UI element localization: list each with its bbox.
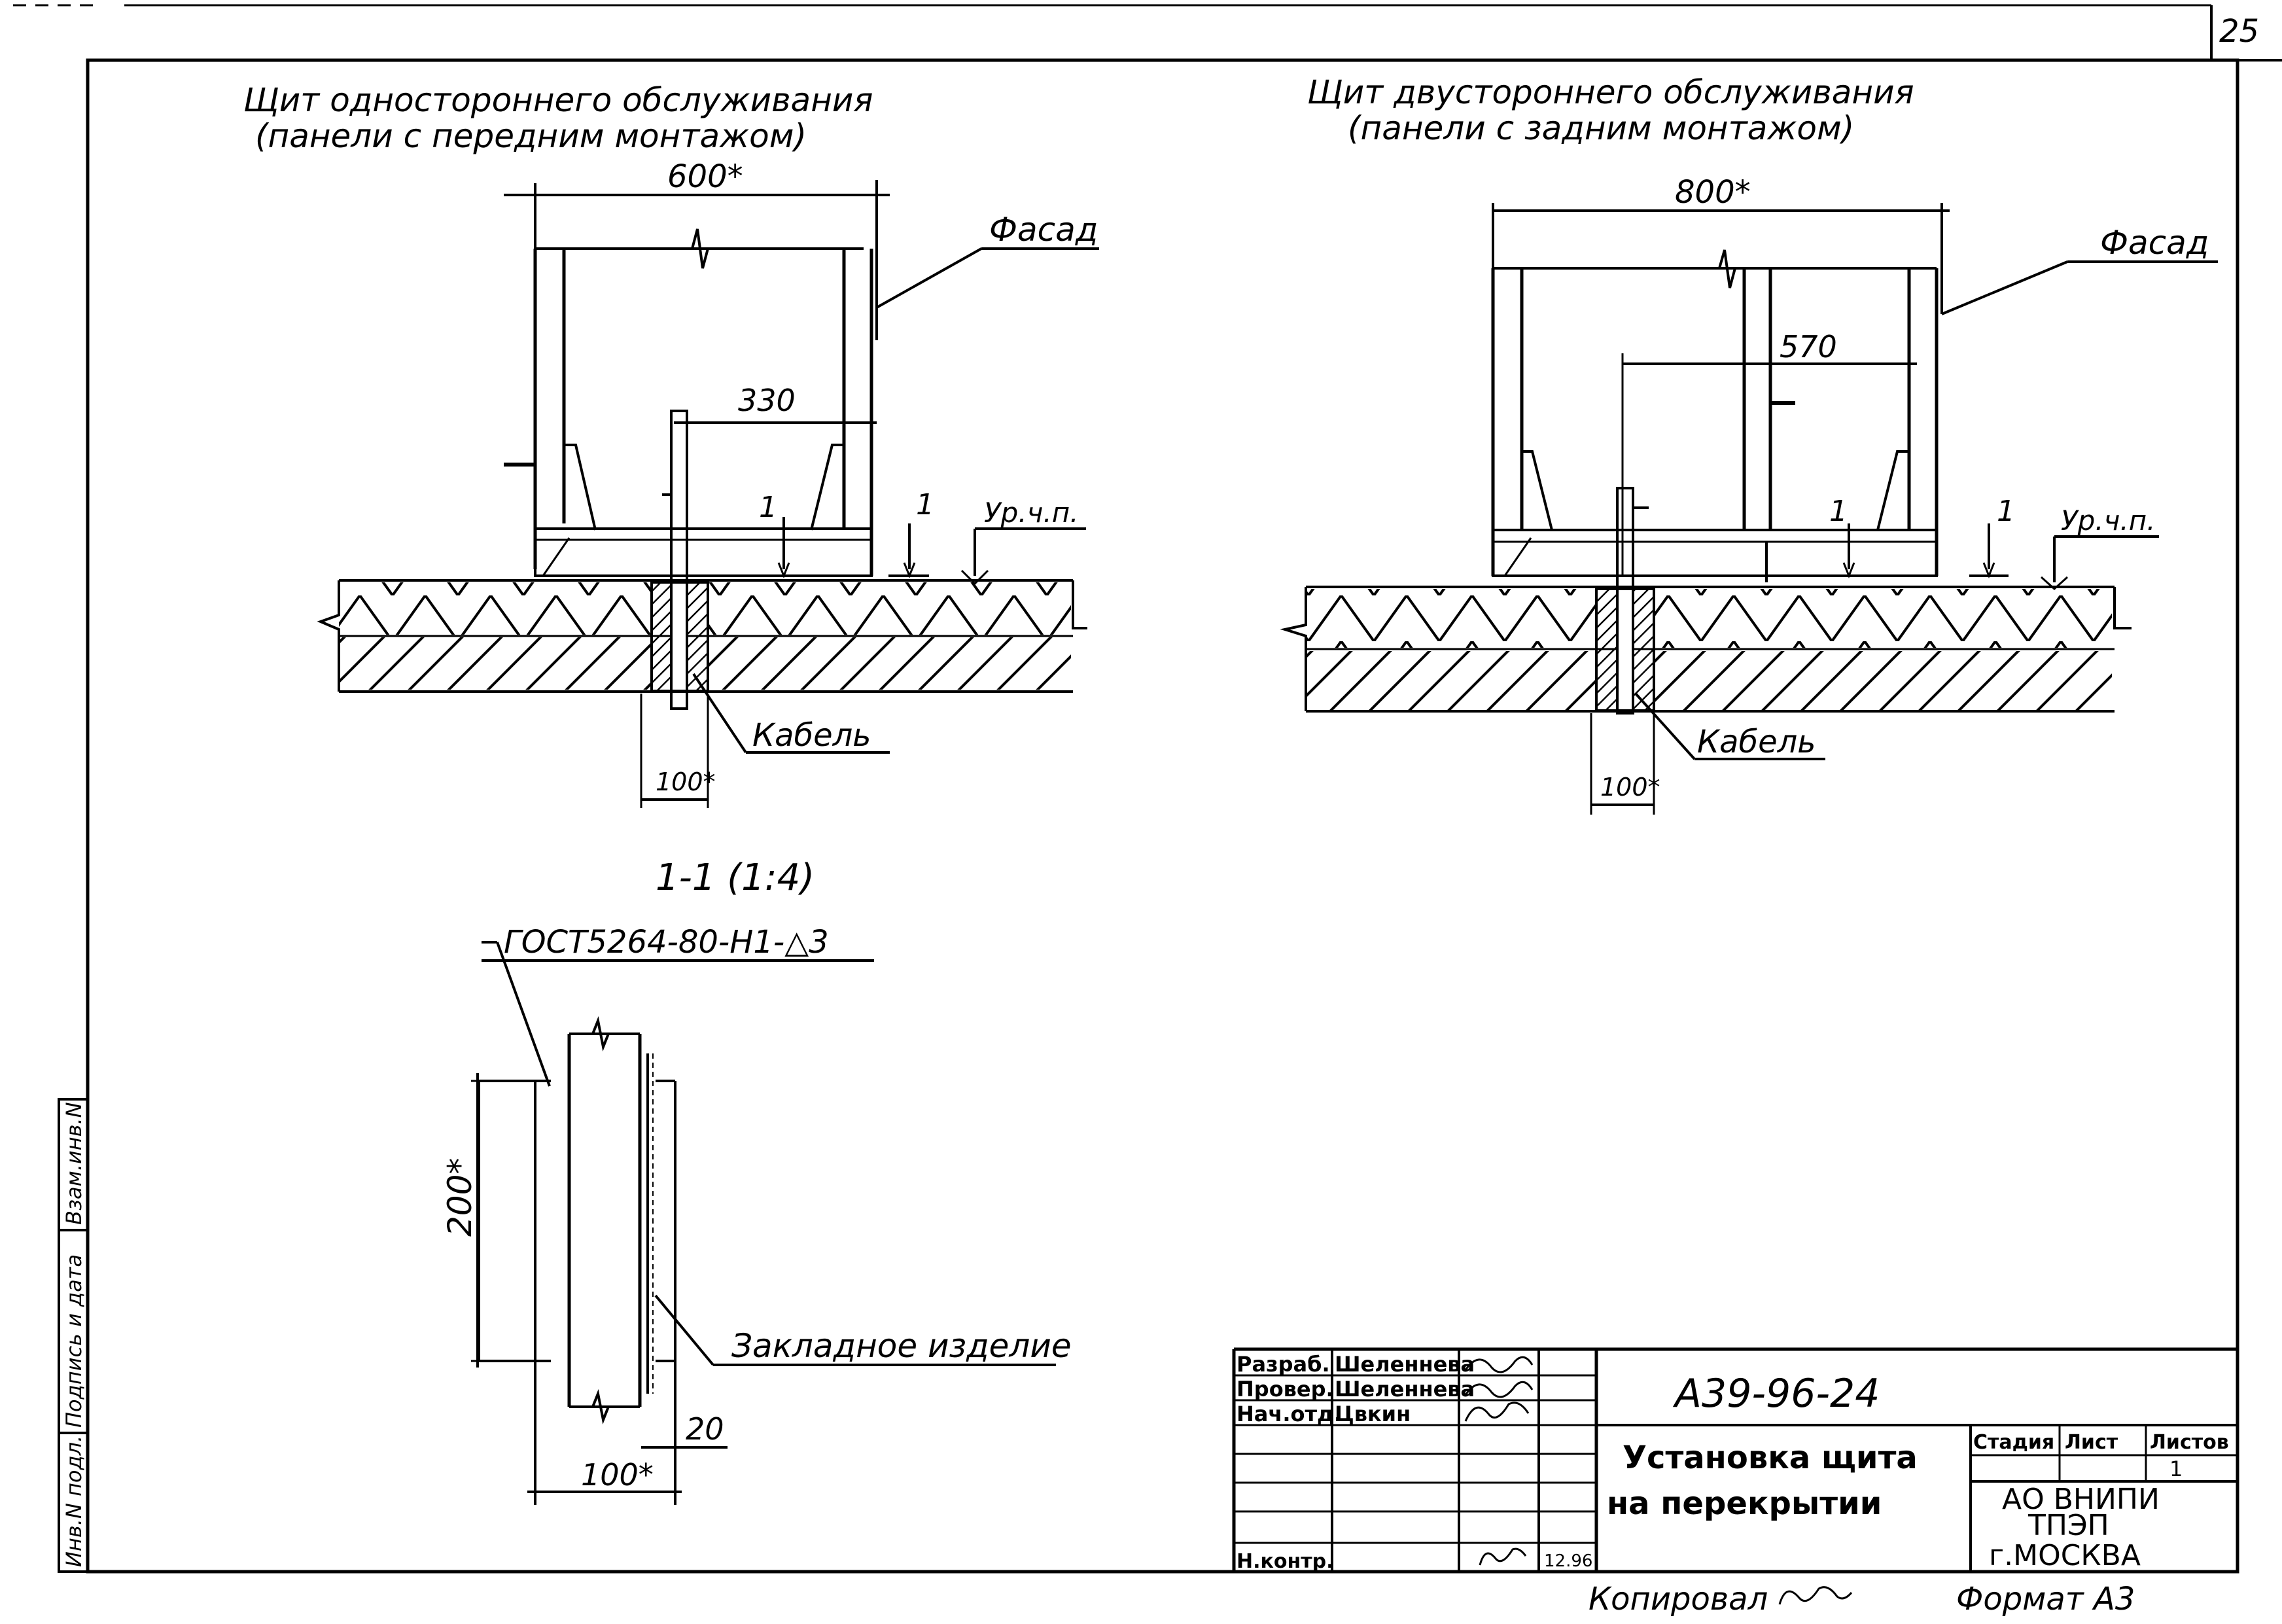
tb-hdr-sheet: Лист [2065, 1431, 2118, 1454]
section-weld-note: ГОСТ5264-80-Н1-△3 [504, 924, 829, 961]
tb-doc-title-2: на перекрытии [1607, 1485, 1882, 1522]
side-stamp: Инв.N подл. Подпись и дата Взам.инв.N [58, 1098, 89, 1573]
right-title-line2: (панели с задним монтажом) [1348, 109, 1854, 147]
sheet-number: 25 [2219, 13, 2259, 50]
tb-doc-title-1: Установка щита [1623, 1439, 1918, 1476]
tb-doc-code: А39-96-24 [1672, 1371, 1880, 1417]
tb-hdr-stage: Стадия [1973, 1431, 2054, 1454]
left-dim-offset: 330 [738, 383, 796, 418]
left-section-mark-a: 1 [759, 491, 777, 524]
right-section-mark-b: 1 [1997, 495, 2015, 528]
tb-hdr-sheets: Листов [2150, 1431, 2229, 1454]
tb-org-1: АО ВНИПИ [2002, 1483, 2160, 1516]
right-dim-offset: 570 [1780, 329, 1837, 364]
right-section-mark-a: 1 [1829, 495, 1848, 528]
title-block: Разраб. Шеленнева Провер. Шеленнева Нач.… [1232, 1347, 2238, 1573]
section-dim-width: 100* [581, 1457, 654, 1492]
signature-scribble-3 [1464, 1402, 1530, 1422]
side-stamp-col2: Подпись и дата [61, 1254, 86, 1428]
left-dim-opening: 100* [656, 768, 716, 796]
right-label-level: Ур.ч.п. [2061, 504, 2156, 537]
section-dim-height: 200* [441, 1158, 479, 1237]
tb-name-2: Цвкин [1335, 1402, 1411, 1426]
tb-role-0: Разраб. [1237, 1352, 1330, 1377]
left-section-mark-b: 1 [916, 488, 934, 521]
right-label-cable: Кабель [1697, 724, 1816, 760]
left-dim-width: 600* [667, 158, 743, 195]
tb-name-0: Шеленнева [1335, 1352, 1475, 1377]
tb-role-2: Нач.отд. [1237, 1402, 1342, 1426]
tb-date-6: 12.96 [1544, 1551, 1592, 1571]
right-elevation: Щит двустороннего обслуживания (панели с… [1280, 73, 2218, 815]
section-1-1: 1-1 (1:4) ГОСТ5264-80-Н1-△3 200* 100* [441, 856, 1072, 1505]
left-label-facade: Фасад [989, 211, 1098, 249]
tb-val-sheets: 1 [2169, 1456, 2183, 1481]
section-label-embedded: Закладное изделие [731, 1327, 1072, 1365]
signature-scribble-1 [1464, 1356, 1534, 1373]
tb-role-1: Провер. [1237, 1377, 1334, 1402]
right-title-line1: Щит двустороннего обслуживания [1307, 73, 1914, 111]
section-dim-gap: 20 [686, 1411, 724, 1447]
side-stamp-col3: Взам.инв.N [61, 1102, 86, 1225]
signature-scribble-2 [1464, 1381, 1534, 1398]
left-title-line1: Щит одностороннего обслуживания [243, 81, 873, 119]
right-label-facade: Фасад [2100, 224, 2209, 262]
left-label-level: Ур.ч.п. [984, 497, 1079, 529]
side-stamp-col1: Инв.N подл. [61, 1436, 86, 1567]
tb-name-1: Шеленнева [1335, 1377, 1475, 1402]
sheet-frame [13, 4, 2282, 1574]
footer-copied-signature [1778, 1586, 1853, 1605]
footer-copied: Копировал [1589, 1581, 1768, 1617]
tb-org-2: ТПЭП [2027, 1509, 2109, 1542]
footer-format: Формат А3 [1956, 1581, 2135, 1617]
left-label-cable: Кабель [752, 717, 871, 754]
tb-role-6: Н.контр. [1237, 1550, 1333, 1573]
left-title-line2: (панели с передним монтажом) [255, 117, 807, 155]
right-dim-width: 800* [1675, 174, 1751, 211]
right-dim-opening: 100* [1600, 773, 1660, 802]
signature-scribble-4 [1479, 1547, 1527, 1566]
tb-org-3: г.МОСКВА [1989, 1539, 2141, 1572]
section-title: 1-1 (1:4) [656, 856, 815, 899]
left-elevation: Щит одностороннего обслуживания (панели … [243, 81, 1099, 808]
